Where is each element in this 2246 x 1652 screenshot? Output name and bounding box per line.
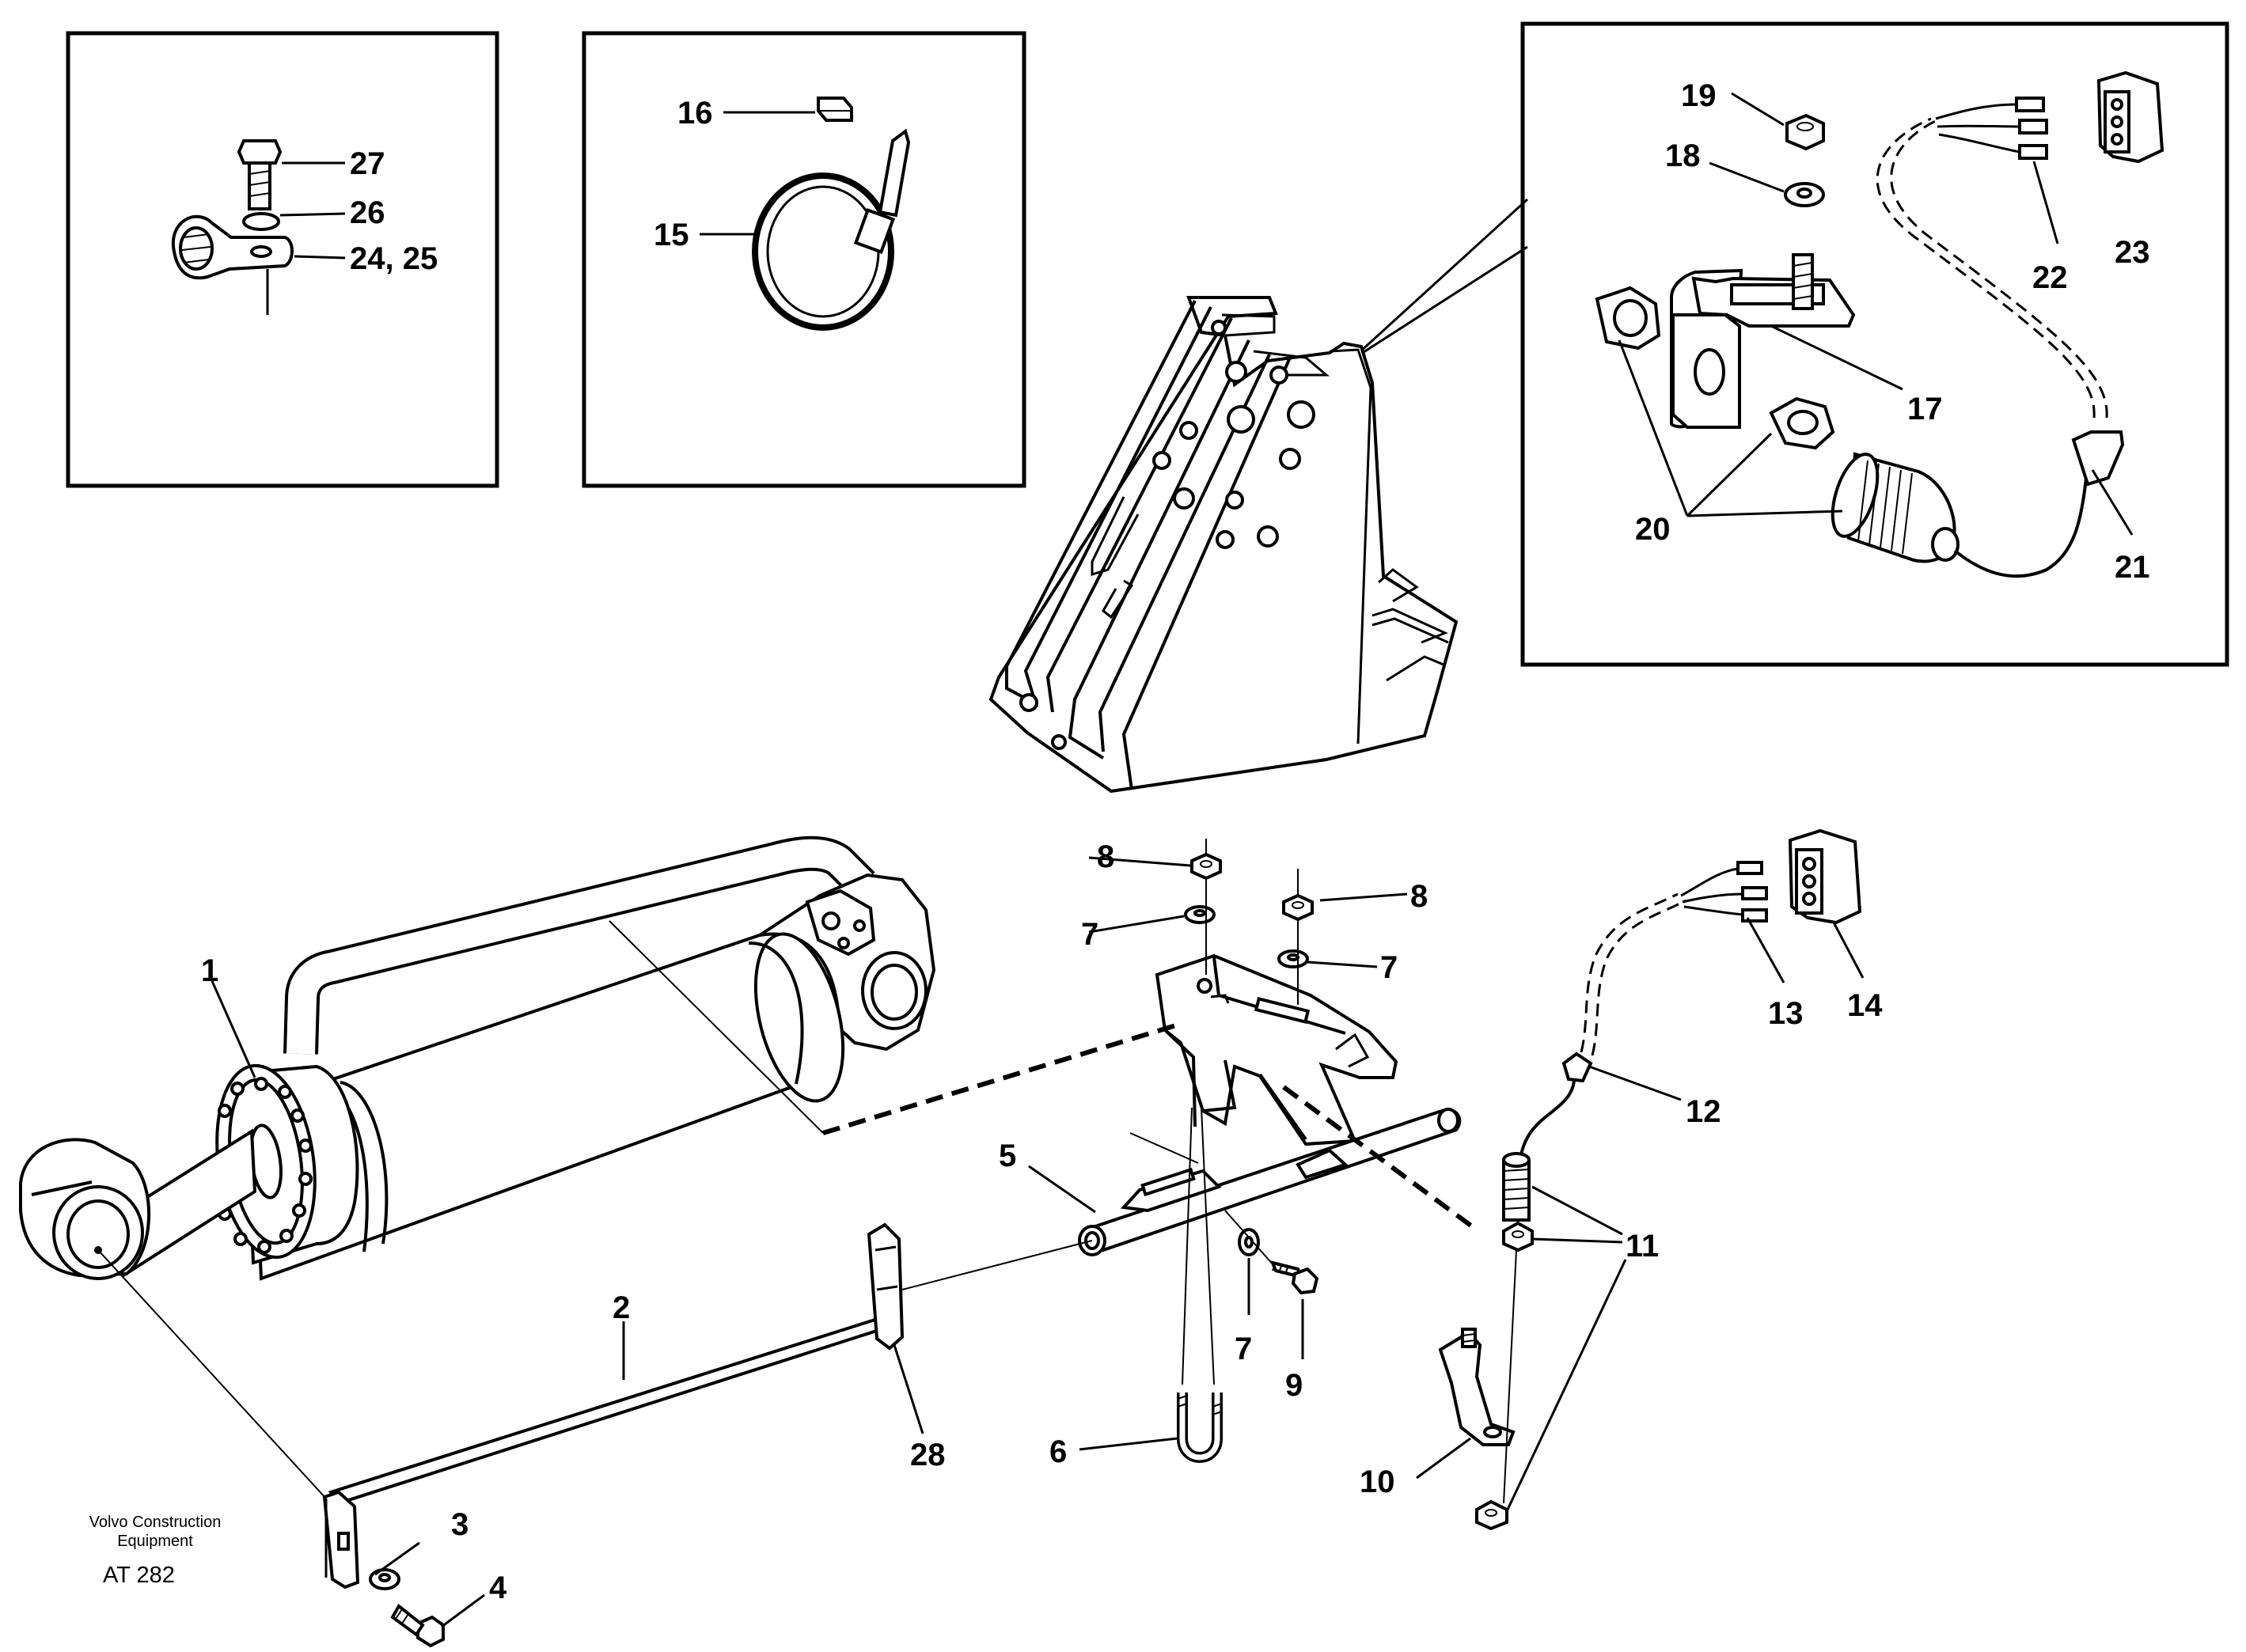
callout-6: 6	[1049, 1434, 1067, 1469]
callout-10: 10	[1360, 1464, 1395, 1499]
bolt-icon	[1269, 1260, 1319, 1295]
main-callouts: 1 2 3 4 5 6 7 7 7 8 8 9 10 11 12 13 14 2…	[201, 839, 1883, 1628]
inset-clamp-panel: 27 26 24, 25	[66, 31, 499, 488]
callout-3: 3	[451, 1507, 469, 1542]
pipe-clamp-icon	[171, 214, 294, 315]
publisher-mark: Volvo Construction Equipment AT 282	[89, 1514, 222, 1588]
callout-4: 4	[489, 1571, 507, 1605]
callout-12: 12	[1686, 1094, 1721, 1129]
nut-icon	[1785, 113, 1825, 151]
callout-21: 21	[2115, 550, 2150, 585]
indicator-rod-icon	[322, 1316, 884, 1589]
callout-18: 18	[1665, 138, 1701, 173]
callout-1: 1	[201, 953, 218, 988]
callout-27: 27	[350, 146, 385, 181]
nut-icon	[1190, 852, 1222, 881]
callout-15: 15	[654, 218, 689, 252]
cable-tie-icon	[752, 128, 911, 331]
plug-connector-icon	[2096, 70, 2164, 164]
washer-icon	[1184, 905, 1216, 924]
callout-20: 20	[1635, 512, 1671, 547]
proximity-sensor-icon	[1502, 1152, 1531, 1222]
callout-22: 22	[2032, 260, 2068, 295]
jam-nut-icon	[1595, 286, 1661, 350]
callout-2: 2	[613, 1290, 630, 1325]
callout-7c: 7	[1235, 1332, 1252, 1366]
callout-7b: 7	[1380, 950, 1398, 985]
publisher-line-1: Volvo Construction	[89, 1514, 222, 1531]
callout-11: 11	[1626, 1229, 1659, 1264]
cable-tie-mount-icon	[817, 97, 853, 122]
callout-8a: 8	[1097, 839, 1114, 874]
washer-icon	[369, 1568, 400, 1590]
cable-grommet-icon	[2071, 430, 2125, 487]
washer-icon	[1784, 182, 1825, 207]
jam-nut-icon	[1769, 396, 1835, 450]
callout-7a: 7	[1081, 917, 1098, 952]
nut-icon	[1475, 1499, 1508, 1531]
washer-icon	[1277, 949, 1309, 968]
wire-leads-icon	[1680, 861, 1768, 923]
callout-23: 23	[2115, 235, 2150, 270]
callout-5: 5	[999, 1139, 1016, 1173]
publisher-line-2: Equipment	[117, 1533, 193, 1550]
callout-26: 26	[350, 195, 385, 230]
inset-cable-tie-panel: 16 15	[582, 31, 1026, 488]
callout-17: 17	[1907, 392, 1943, 426]
bolt-icon	[237, 139, 283, 210]
rod-holder-icon	[867, 1222, 905, 1351]
inset-sensor-panel: 19 18 17 20 21 22 23	[1520, 21, 2229, 667]
bolt-icon	[390, 1603, 445, 1648]
loader-frame-section	[988, 296, 1459, 794]
callout-8b: 8	[1410, 879, 1428, 914]
assembly-dashed-lines	[97, 878, 1517, 1504]
u-bolt-icon	[1177, 1392, 1223, 1463]
nut-icon	[1502, 1221, 1534, 1252]
callout-16: 16	[677, 96, 713, 131]
nut-icon	[1282, 893, 1314, 922]
sensor-bracket-icon	[1438, 1328, 1516, 1446]
sensor-bracket-icon	[1670, 253, 1856, 429]
cable-grommet-icon	[1561, 1051, 1593, 1083]
detail-pointer	[1342, 198, 1529, 367]
callout-9: 9	[1285, 1368, 1303, 1403]
callout-13: 13	[1768, 996, 1804, 1031]
proximity-sensor-icon	[1831, 452, 1960, 563]
callout-14: 14	[1847, 988, 1883, 1023]
mounting-hardware	[322, 828, 1862, 1648]
callout-28: 28	[910, 1438, 946, 1472]
mounting-bracket	[1078, 953, 1462, 1256]
hydraulic-cylinder	[19, 835, 936, 1281]
washer-icon	[1238, 1228, 1260, 1256]
washer-icon	[242, 212, 280, 231]
callout-24-25: 24, 25	[350, 241, 438, 276]
diagram-code: AT 282	[103, 1563, 175, 1588]
wire-leads-icon	[1935, 97, 2048, 160]
callout-19: 19	[1681, 78, 1717, 113]
plug-connector-icon	[1788, 828, 1862, 925]
